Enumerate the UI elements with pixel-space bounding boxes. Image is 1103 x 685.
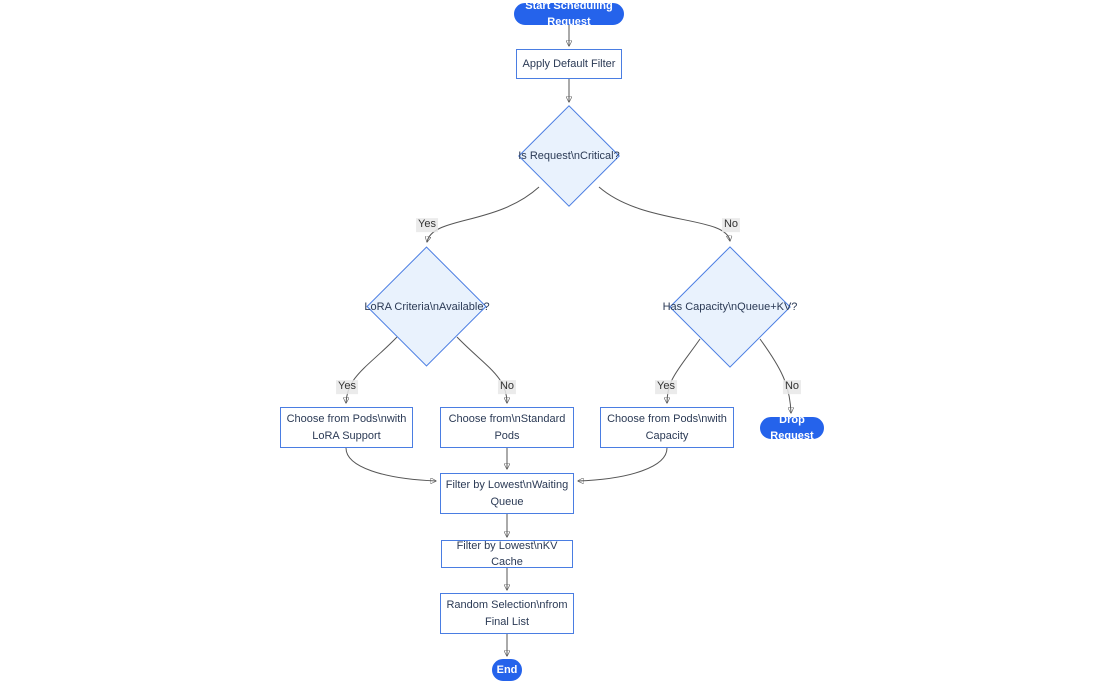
is-critical-decision [518,105,620,207]
choose-lora-pods-node: Choose from Pods\nwith LoRA Support [280,407,413,448]
edge-capacity-pods-to-filter-waiting [578,447,668,481]
edge-label-critical-yes: Yes [416,218,438,232]
edge-label-lora-no: No [497,380,517,394]
edge-label-lora-yes: Yes [336,380,358,394]
edge-label-capacity-yes: Yes [655,380,677,394]
filter-waiting-queue-line2: Queue [490,495,524,508]
random-selection-line2: Final List [484,615,530,628]
choose-capacity-pods-node: Choose from Pods\nwith Capacity [600,407,734,448]
edge-is-critical-yes [427,186,540,242]
filter-waiting-queue-node: Filter by Lowest\nWaiting Queue [440,473,574,514]
lora-criteria-decision [366,246,487,367]
choose-capacity-pods-line2: Capacity [645,429,689,442]
edge-capacity-no [759,338,791,413]
edge-is-critical-no [598,186,730,241]
apply-default-filter-node: Apply Default Filter [516,49,622,79]
has-capacity-decision [669,246,791,368]
start-node: Start Scheduling Request [514,0,624,28]
filter-waiting-queue-line1: Filter by Lowest\nWaiting [445,479,569,491]
filter-kv-cache-node: Filter by Lowest\nKV Cache [441,540,573,568]
edge-lora-pods-to-filter-waiting [345,447,436,481]
choose-standard-pods-line1: Choose from\nStandard [448,413,566,425]
random-selection-line1: Random Selection\nfrom [446,599,568,611]
choose-lora-pods-line1: Choose from Pods\nwith [286,413,407,425]
choose-lora-pods-line2: LoRA Support [312,429,381,442]
choose-capacity-pods-line1: Choose from Pods\nwith [607,413,727,425]
choose-standard-pods-line2: Pods [494,429,520,442]
drop-request-node: Drop Request [760,414,824,442]
choose-standard-pods-node: Choose from\nStandard Pods [440,407,574,448]
edge-label-capacity-no: No [782,380,802,394]
random-selection-node: Random Selection\nfrom Final List [440,593,574,634]
end-node: End [492,659,522,681]
edge-label-critical-no: No [721,218,741,232]
